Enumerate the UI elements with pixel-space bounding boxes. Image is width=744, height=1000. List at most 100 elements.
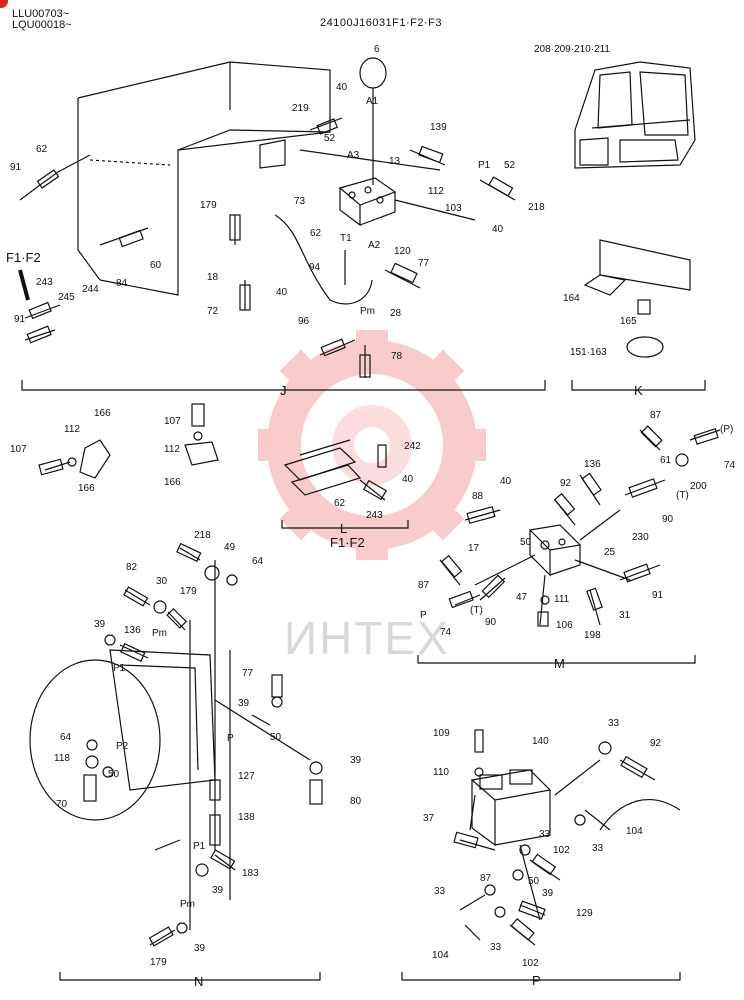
callout: 96 bbox=[298, 316, 310, 327]
section-p-block bbox=[469, 759, 681, 921]
callout: 62 bbox=[36, 144, 48, 155]
callout: 73 bbox=[294, 196, 306, 207]
callout: 104 bbox=[626, 826, 643, 837]
sub-assembly-label: F1·F2 bbox=[6, 250, 41, 265]
callout: 33 bbox=[434, 886, 446, 897]
callout: 136 bbox=[124, 625, 141, 636]
callout: A3 bbox=[347, 150, 360, 161]
callout: P1 bbox=[193, 841, 206, 852]
callout: 49 bbox=[224, 542, 236, 553]
callout: 107 bbox=[10, 444, 27, 455]
callout: 243 bbox=[36, 277, 53, 288]
callout: 28 bbox=[390, 308, 402, 319]
callout: 33 bbox=[592, 843, 604, 854]
callout: 242 bbox=[404, 441, 421, 452]
callout: 90 bbox=[662, 514, 674, 525]
callout: 103 bbox=[445, 203, 462, 214]
section-n-pump bbox=[29, 560, 311, 930]
callout: 219 bbox=[292, 103, 309, 114]
callout: 243 bbox=[366, 510, 383, 521]
callout: 91 bbox=[652, 590, 664, 601]
cab-body-outline bbox=[77, 61, 331, 296]
callout: T1 bbox=[340, 233, 352, 244]
callout: 151·163 bbox=[570, 347, 607, 358]
callout: 140 bbox=[532, 736, 549, 747]
callout: 77 bbox=[242, 668, 254, 679]
callout: Pm bbox=[360, 306, 375, 317]
callout: 112 bbox=[64, 424, 80, 435]
callout: 37 bbox=[423, 813, 435, 824]
serial-range-2: LQU00018~ bbox=[12, 19, 72, 31]
section-label-n: N bbox=[194, 974, 204, 989]
callout: 40 bbox=[336, 82, 348, 93]
section-m-hoses bbox=[439, 425, 721, 627]
callout: P1 bbox=[113, 663, 126, 674]
callout: 47 bbox=[516, 592, 528, 603]
callout: 166 bbox=[78, 483, 95, 494]
callout: 112 bbox=[164, 444, 180, 455]
section-p-bracket bbox=[401, 972, 681, 981]
callout: A1 bbox=[366, 96, 379, 107]
callout: 245 bbox=[58, 292, 75, 303]
callout: 92 bbox=[560, 478, 572, 489]
callout: 18 bbox=[207, 272, 219, 283]
callout: 218 bbox=[194, 530, 211, 541]
callout: 179 bbox=[150, 957, 167, 968]
section-label-l: L bbox=[340, 521, 348, 536]
callout: 107 bbox=[164, 416, 181, 427]
callout: 62 bbox=[334, 498, 346, 509]
callout: 183 bbox=[242, 868, 259, 879]
callout: 40 bbox=[492, 224, 504, 235]
callout: 166 bbox=[94, 408, 111, 419]
section-l-parts bbox=[38, 403, 387, 501]
section-label-k: K bbox=[634, 383, 643, 398]
callout: 70 bbox=[56, 799, 68, 810]
callout: Pm bbox=[180, 899, 195, 910]
callout: 25 bbox=[604, 547, 616, 558]
callout: 230 bbox=[632, 532, 649, 543]
callout: 78 bbox=[391, 351, 403, 362]
callout: 179 bbox=[200, 200, 217, 211]
section-label-j: J bbox=[280, 383, 287, 398]
callout: 39 bbox=[94, 619, 106, 630]
callout: 33 bbox=[490, 942, 502, 953]
callout: 112 bbox=[428, 186, 444, 197]
callout: 88 bbox=[472, 491, 484, 502]
section-k-bracket bbox=[571, 380, 706, 391]
callout: 74 bbox=[440, 627, 452, 638]
section-label-p: P bbox=[532, 973, 541, 988]
callout: 87 bbox=[650, 410, 662, 421]
callout: 136 bbox=[584, 459, 601, 470]
callout: 91 bbox=[10, 162, 22, 173]
callout: 82 bbox=[126, 562, 138, 573]
drawing-number: 24100J16031F1·F2·F3 bbox=[320, 17, 443, 29]
callout: 39 bbox=[542, 888, 554, 899]
callout: 74 bbox=[724, 460, 736, 471]
callout: 87 bbox=[418, 580, 430, 591]
section-k-parts bbox=[583, 239, 691, 358]
callout: 87 bbox=[480, 873, 492, 884]
callout: 50 bbox=[108, 769, 120, 780]
callout: 62 bbox=[310, 228, 322, 239]
callout: 39 bbox=[212, 885, 224, 896]
cab-frame bbox=[574, 61, 696, 169]
callout: 64 bbox=[252, 556, 264, 567]
callout: 109 bbox=[433, 728, 450, 739]
callout: (T) bbox=[470, 605, 483, 616]
section-label-m: M bbox=[554, 656, 565, 671]
callout: 118 bbox=[54, 753, 70, 764]
callout: 40 bbox=[402, 474, 414, 485]
callout: 166 bbox=[164, 477, 181, 488]
watermark-text: ИНТЕХ bbox=[284, 612, 450, 664]
callout: 33 bbox=[608, 718, 620, 729]
callout: 52 bbox=[324, 133, 336, 144]
callout: 244 bbox=[82, 284, 99, 295]
callout: 139 bbox=[430, 122, 447, 133]
section-l-bracket bbox=[281, 520, 409, 529]
callout: A2 bbox=[368, 240, 381, 251]
callout: 52 bbox=[504, 160, 516, 171]
callout: 13 bbox=[389, 156, 401, 167]
callout: P bbox=[420, 610, 427, 621]
